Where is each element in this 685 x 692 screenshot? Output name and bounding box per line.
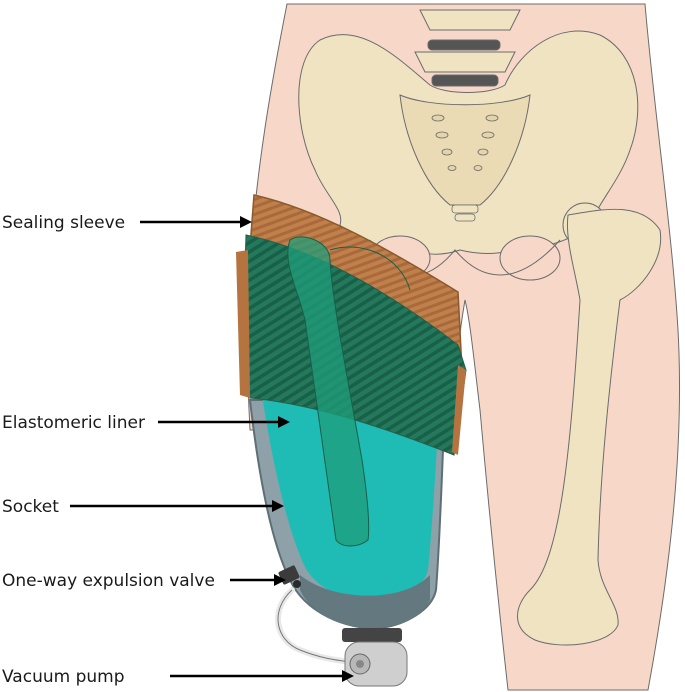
sleeve-edge-left bbox=[236, 250, 250, 398]
leader-arrowheads bbox=[240, 216, 354, 682]
label-expulsion-valve: One-way expulsion valve bbox=[2, 571, 215, 591]
sacrum bbox=[399, 94, 531, 206]
obturator-right bbox=[499, 235, 561, 281]
label-elastomeric-liner: Elastomeric liner bbox=[2, 413, 145, 433]
label-sealing-sleeve: Sealing sleeve bbox=[2, 213, 125, 233]
spine-vertebrae bbox=[414, 9, 521, 87]
label-socket: Socket bbox=[2, 497, 59, 517]
pump-connector bbox=[342, 628, 402, 642]
leader-lines bbox=[70, 220, 345, 678]
socket-lower bbox=[300, 575, 430, 628]
vacuum-hose-outline bbox=[277, 589, 351, 663]
label-vacuum-pump: Vacuum pump bbox=[2, 667, 125, 687]
vacuum-pump bbox=[344, 641, 408, 687]
coccyx bbox=[451, 204, 479, 222]
intact-femur bbox=[517, 202, 662, 646]
residual-femur bbox=[287, 236, 370, 547]
hip-joint-outline bbox=[329, 246, 411, 291]
sleeve-edge-right bbox=[452, 365, 466, 455]
sacral-foramina bbox=[431, 114, 499, 171]
